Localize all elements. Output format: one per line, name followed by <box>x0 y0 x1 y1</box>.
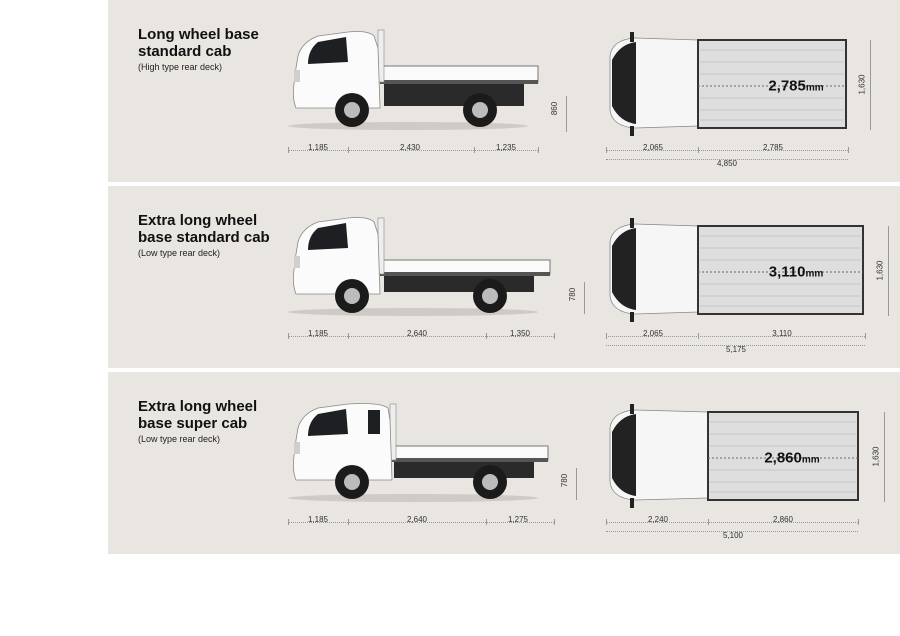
deck-length: 2,785 <box>762 143 784 152</box>
deck-length: 2,860 <box>772 515 794 524</box>
vehicle-height: 780 <box>568 287 578 302</box>
rear-overhang: 1,275 <box>507 515 529 524</box>
deck-length: 3,110 <box>772 329 792 338</box>
truck-top-view <box>609 218 864 322</box>
vehicle-height: 860 <box>550 101 560 116</box>
cab-length: 2,240 <box>647 515 669 524</box>
rear-overhang: 1,350 <box>509 329 531 338</box>
config-subtitle: (Low type rear deck) <box>138 434 221 444</box>
cab-length: 2,065 <box>642 329 664 338</box>
truck-top-view <box>609 32 847 136</box>
truck-side-view <box>288 217 551 316</box>
deck-length-callout: 2,860mm <box>764 449 820 467</box>
wheelbase: 2,640 <box>406 515 428 524</box>
wheelbase: 2,430 <box>399 143 421 152</box>
deck-length-callout: 3,110mm <box>768 263 824 281</box>
config-subtitle: (Low type rear deck) <box>138 248 221 258</box>
front-overhang: 1,185 <box>307 143 329 152</box>
truck-side-view <box>288 403 549 502</box>
overall-length: 5,100 <box>722 531 744 540</box>
front-overhang: 1,185 <box>307 329 329 338</box>
wheelbase: 2,640 <box>406 329 428 338</box>
deck-width: 1,630 <box>871 446 881 467</box>
deck-width: 1,630 <box>857 74 867 95</box>
overall-length: 4,850 <box>716 159 738 168</box>
rear-overhang: 1,235 <box>495 143 517 152</box>
truck-top-view <box>609 404 859 508</box>
cab-length: 2,065 <box>642 143 664 152</box>
front-overhang: 1,185 <box>307 515 329 524</box>
deck-length-callout: 2,785mm <box>768 77 824 95</box>
config-subtitle: (High type rear deck) <box>138 62 223 72</box>
deck-width: 1,630 <box>875 260 885 281</box>
vehicle-height: 780 <box>560 473 570 488</box>
overall-length: 5,175 <box>725 345 747 354</box>
truck-side-view <box>288 29 539 130</box>
